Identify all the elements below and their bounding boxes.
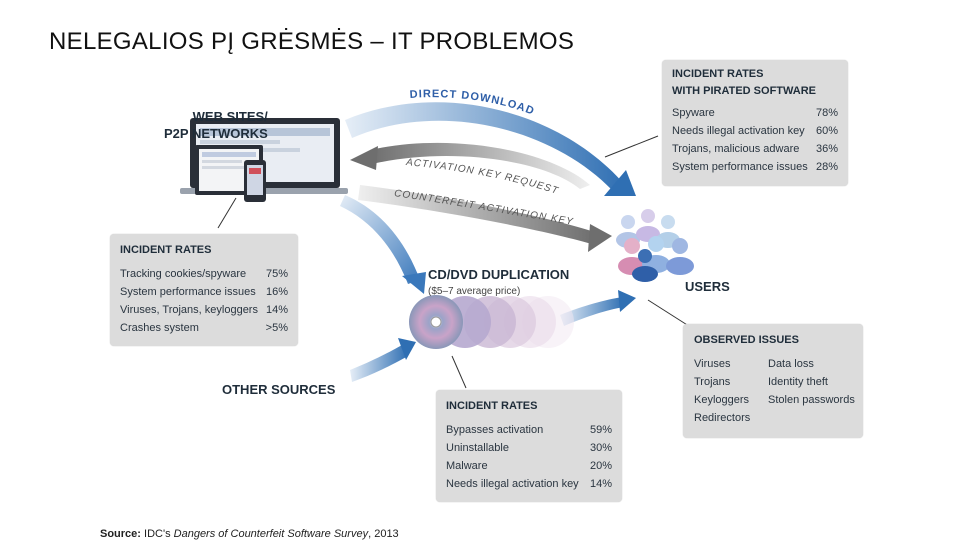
row-value: 60% xyxy=(815,125,838,137)
cd-to-users-arrow xyxy=(560,297,624,326)
counterfeit-key-arrow xyxy=(358,185,595,244)
list-item: Tracking cookies/spyware 75% xyxy=(120,265,288,283)
row-value: 20% xyxy=(589,460,612,472)
cd-discs-illustration xyxy=(409,295,574,349)
counterfeit-key-arrowhead xyxy=(588,224,612,252)
list-item: Crashes system >5% xyxy=(120,319,288,337)
list-item: System performance issues 16% xyxy=(120,283,288,301)
row-label: System performance issues xyxy=(672,161,808,173)
users-pointer-line xyxy=(647,299,693,329)
list-item: System performance issues 28% xyxy=(672,158,838,176)
source-title: Dangers of Counterfeit Software Survey xyxy=(173,528,369,540)
list-item: Viruses, Trojans, keyloggers 14% xyxy=(120,301,288,319)
row-label: Needs illegal activation key xyxy=(672,125,805,137)
devices-illustration xyxy=(180,118,348,202)
list-item: Spyware 78% xyxy=(672,104,838,122)
row-label: System performance issues xyxy=(120,286,256,298)
websites-pointer-line xyxy=(217,197,237,229)
other-sources-label: OTHER SOURCES xyxy=(222,382,336,397)
websites-label-line1: WEB SITES/ xyxy=(192,109,268,124)
list-item: Bypasses activation 59% xyxy=(446,421,612,439)
row-value: 28% xyxy=(815,161,838,173)
list-item: Trojans xyxy=(694,376,731,388)
row-value: 78% xyxy=(815,107,838,119)
activation-request-arrowhead xyxy=(350,146,378,170)
row-value: 75% xyxy=(265,268,288,280)
to-cd-arrowhead xyxy=(402,272,426,294)
observed-box-heading: OBSERVED ISSUES xyxy=(694,334,799,346)
source-note: Source: IDC's Dangers of Counterfeit Sof… xyxy=(100,528,399,540)
row-value: 36% xyxy=(815,143,838,155)
users-illustration xyxy=(616,209,694,282)
row-label: Malware xyxy=(446,460,488,472)
list-item: Needs illegal activation key 60% xyxy=(672,122,838,140)
cd-box-heading: INCIDENT RATES xyxy=(446,400,538,412)
pirated-pointer-line xyxy=(604,135,659,158)
observed-issues-box: OBSERVED ISSUES Viruses Data loss Trojan… xyxy=(683,324,863,438)
row-value: 59% xyxy=(589,424,612,436)
list-item: Keyloggers xyxy=(694,394,750,406)
observed-issues-grid: Viruses Data loss Trojans Identity theft… xyxy=(694,355,855,427)
list-item: Stolen passwords xyxy=(768,394,855,406)
row-label: Needs illegal activation key xyxy=(446,478,579,490)
row-value: 16% xyxy=(265,286,288,298)
list-item: Redirectors xyxy=(694,412,751,424)
row-label: Trojans, malicious adware xyxy=(672,143,800,155)
websites-label-line2: P2P NETWORKS xyxy=(164,126,268,141)
to-cd-arrow xyxy=(340,195,420,284)
row-value: 14% xyxy=(589,478,612,490)
row-label: Spyware xyxy=(672,107,715,119)
row-value: >5% xyxy=(265,322,288,334)
row-label: Uninstallable xyxy=(446,442,509,454)
cd-dup-title: CD/DVD DUPLICATION xyxy=(428,267,570,282)
row-value: 30% xyxy=(589,442,612,454)
direct-download-arrowhead xyxy=(604,170,636,196)
row-label: Tracking cookies/spyware xyxy=(120,268,247,280)
direct-download-arrow xyxy=(345,102,625,190)
source-year: 2013 xyxy=(374,528,399,540)
cd-pointer-line xyxy=(451,355,467,389)
users-label: USERS xyxy=(685,279,730,294)
list-item: Needs illegal activation key 14% xyxy=(446,475,612,493)
websites-incident-box: INCIDENT RATES Tracking cookies/spyware 7… xyxy=(110,234,298,346)
other-sources-arrowhead xyxy=(398,338,416,360)
pirated-box-heading2: WITH PIRATED SOFTWARE xyxy=(672,85,817,97)
other-sources-arrow xyxy=(350,345,408,382)
websites-label: WEB SITES/ P2P NETWORKS xyxy=(164,108,268,142)
list-item: Data loss xyxy=(768,358,814,370)
source-prefix: Source: xyxy=(100,528,141,540)
list-item: Identity theft xyxy=(768,376,828,388)
list-item: Trojans, malicious adware 36% xyxy=(672,140,838,158)
list-item: Viruses xyxy=(694,358,731,370)
pirated-incident-box: INCIDENT RATES WITH PIRATED SOFTWARE Spy… xyxy=(662,60,848,186)
source-org: IDC's xyxy=(144,528,171,540)
row-label: Crashes system xyxy=(120,322,199,334)
row-value: 14% xyxy=(265,304,288,316)
cd-incident-box: INCIDENT RATES Bypasses activation 59% Un… xyxy=(436,390,622,502)
slide-title: NELEGALIOS PĮ GRĖSMĖS – IT PROBLEMOS xyxy=(49,28,575,55)
pirated-box-heading1: INCIDENT RATES xyxy=(672,68,764,80)
row-label: Viruses, Trojans, keyloggers xyxy=(120,304,258,316)
list-item: Malware 20% xyxy=(446,457,612,475)
cd-dup-price: ($5–7 average price) xyxy=(428,286,521,297)
activation-request-arrow xyxy=(370,142,590,189)
list-item: Uninstallable 30% xyxy=(446,439,612,457)
row-label: Bypasses activation xyxy=(446,424,544,436)
websites-box-heading: INCIDENT RATES xyxy=(120,244,212,256)
cd-dup-label: CD/DVD DUPLICATION ($5–7 average price) xyxy=(428,266,569,300)
cd-to-users-arrowhead xyxy=(618,290,636,312)
